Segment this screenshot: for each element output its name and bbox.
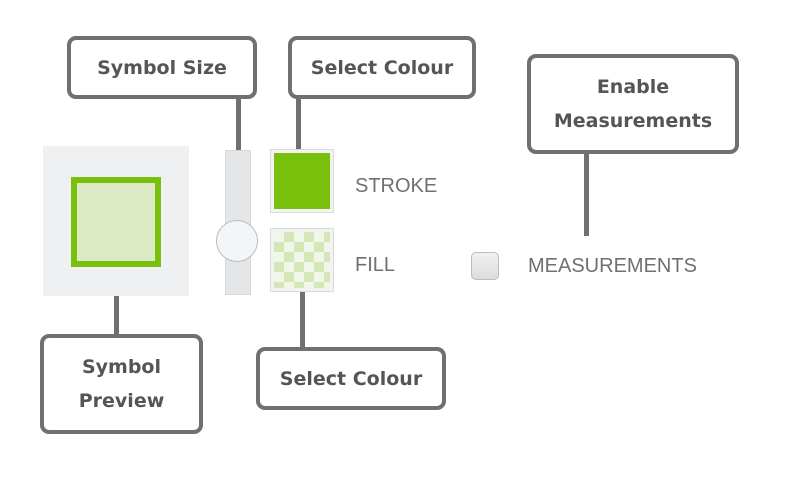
symbol-preview-connector [114, 294, 119, 338]
fill-select-colour-callout-text: Select Colour [279, 367, 423, 390]
symbol-size-callout: Symbol Size [67, 36, 257, 99]
symbol-preview-square [71, 177, 161, 267]
stroke-select-colour-callout-text: Select Colour [310, 56, 454, 79]
symbol-preview-panel [43, 146, 189, 296]
symbol-size-slider-handle[interactable] [216, 220, 258, 263]
stroke-select-colour-callout: Select Colour [288, 36, 476, 99]
enable-measurements-callout-line2: Measurements [553, 110, 713, 132]
measurements-connector [584, 152, 589, 236]
symbol-preview-callout-line2: Preview [78, 390, 165, 412]
stroke-colour-swatch[interactable] [271, 150, 333, 212]
fill-select-colour-callout: Select Colour [256, 347, 446, 410]
fill-label: FILL [355, 254, 396, 276]
symbol-preview-callout: Symbol Preview [40, 334, 203, 434]
stroke-colour-connector [296, 98, 301, 154]
measurements-label: MEASUREMENTS [528, 255, 697, 277]
stroke-label: STROKE [355, 175, 438, 197]
fill-colour-connector [300, 289, 305, 351]
symbol-preview-callout-line1: Symbol [81, 356, 162, 378]
symbol-size-callout-text: Symbol Size [97, 56, 227, 79]
symbol-size-connector [236, 98, 241, 154]
enable-measurements-callout-line1: Enable [596, 76, 670, 98]
enable-measurements-callout: Enable Measurements [527, 54, 739, 154]
fill-colour-swatch[interactable] [271, 229, 333, 291]
measurements-checkbox[interactable] [471, 252, 499, 280]
